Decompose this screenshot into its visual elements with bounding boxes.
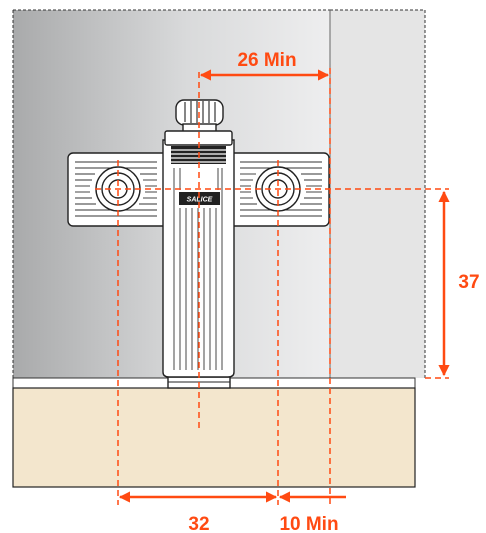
label-edge-clearance: 10 Min (279, 514, 338, 533)
wing-ribs (75, 161, 322, 217)
reference-lines (95, 68, 449, 505)
dimension-arrows (118, 69, 450, 503)
screw-head-ridges (184, 101, 216, 123)
side-wall (330, 10, 425, 378)
brand-logo-text: SALICE (187, 197, 213, 204)
base-board (12, 387, 416, 488)
hinge-body-ribs (173, 168, 223, 370)
brand-badge (179, 192, 220, 205)
label-hole-spacing: 32 (188, 514, 209, 533)
label-vertical-offset: 37 (458, 272, 479, 293)
label-top-clearance: 26 Min (237, 50, 296, 71)
